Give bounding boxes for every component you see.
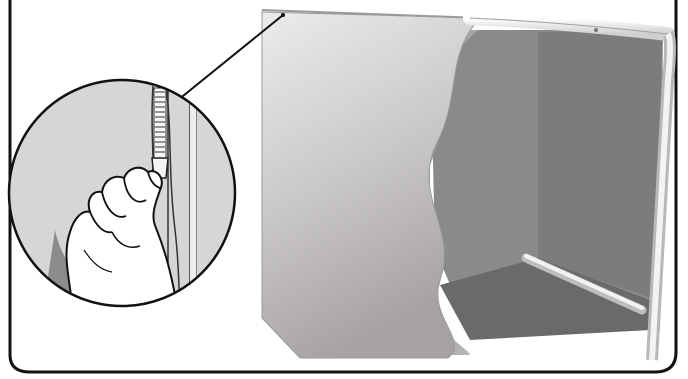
interior-side-wall — [538, 32, 662, 300]
zipper-closeup-callout — [0, 70, 250, 330]
